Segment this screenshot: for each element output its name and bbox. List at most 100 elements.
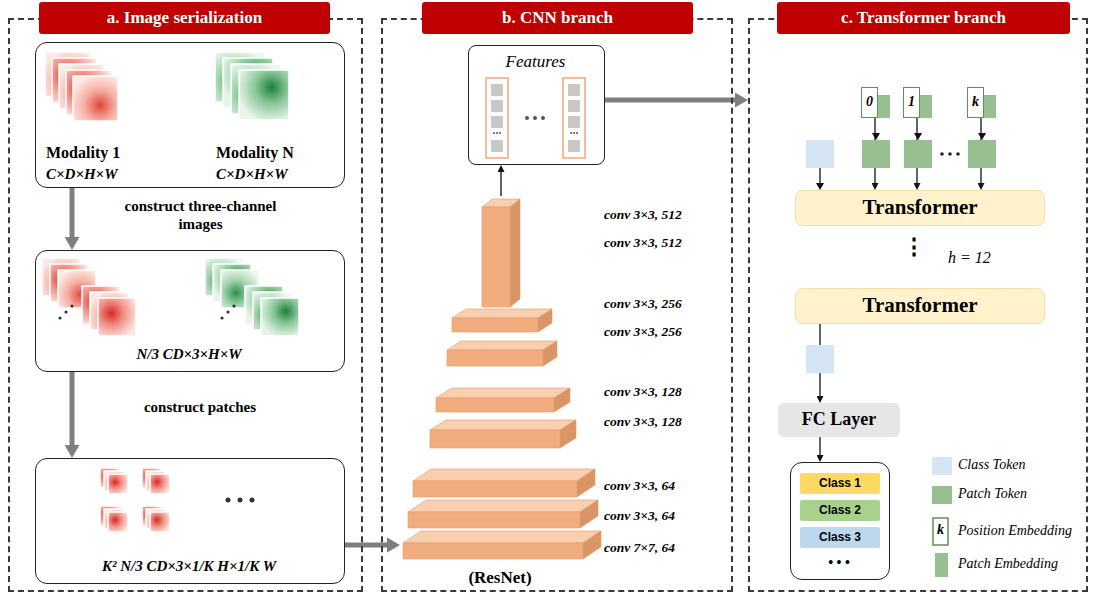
shape-circle: [58, 316, 61, 319]
node-text: Features: [469, 52, 602, 72]
legend-sample: [933, 518, 948, 545]
panel-title: c. Transformer branch: [777, 2, 1070, 34]
text-slot: a. Image serialization: [39, 2, 330, 34]
text-slot: b. CNN branch: [422, 2, 693, 34]
layer-label: conv 3×3, 128: [604, 384, 682, 400]
panel-title: b. CNN branch: [422, 2, 693, 34]
heatmap-slice: [98, 298, 136, 336]
shape-circle: [525, 116, 529, 120]
patch-token: [904, 140, 932, 168]
shape-polygon: [408, 500, 598, 512]
annotation: k: [933, 522, 948, 539]
panel-frame: c. Transformer branch01kTransformerTrans…: [748, 18, 1088, 592]
layer-label: conv 3×3, 64: [604, 508, 675, 524]
shape-rect: [447, 350, 543, 366]
node-text: • • •: [791, 555, 887, 572]
text-slot: N/3 CD×3×H×W: [36, 345, 342, 363]
conv-layer: [403, 531, 601, 559]
resnet-stack: (ResNet): [400, 196, 600, 590]
class-token: [806, 140, 834, 168]
shape-rect: [436, 398, 554, 412]
legend-swatch: [932, 486, 952, 504]
shape-polygon: [413, 469, 595, 481]
shape-circle: [940, 152, 944, 156]
flow-arrow: [500, 172, 501, 196]
feature-cells: [491, 84, 580, 152]
shape-polygon: [436, 388, 570, 398]
shape-circle: [496, 132, 498, 134]
node-text: Modality N: [216, 143, 294, 162]
feature-column: [486, 78, 508, 158]
shape-circle: [64, 310, 67, 313]
shape-polygon: [560, 420, 576, 448]
shape-circle: [533, 116, 537, 120]
layer-label: conv 3×3, 256: [604, 296, 682, 312]
conv-layer: [408, 500, 598, 528]
heatmap-slice: [108, 512, 128, 532]
text-slot: K² N/3 CD×3×1/K H×1/K W: [36, 557, 342, 575]
class-box: Class 1: [800, 473, 880, 494]
conv-layer: [482, 199, 520, 307]
legend-text: Class Token: [958, 457, 1026, 474]
layer-label: conv 3×3, 512: [604, 207, 682, 223]
node-text: Class 1: [819, 476, 861, 490]
generated-art: [42, 52, 601, 559]
modality-box: Modality 1 C×D×H×W Modality N C×D×H×W: [35, 42, 345, 188]
shape-circle: [956, 152, 960, 156]
edge-label: construct three-channel images: [118, 197, 283, 233]
position-embedding: 0: [861, 87, 878, 118]
legend-text: Patch Token: [958, 486, 1027, 503]
node-text: C×D×H×W: [216, 165, 287, 183]
layer-label: conv 3×3, 128: [604, 414, 682, 430]
shape-circle: [570, 132, 572, 134]
channel-box: N/3 CD×3×H×W: [35, 250, 345, 372]
annotation: h = 12: [948, 248, 991, 267]
class-box: Class 2: [800, 500, 880, 521]
node-text: 0: [866, 94, 873, 111]
node-text: K² N/3 CD×3×1/K H×1/K W: [36, 557, 342, 575]
shape-polygon: [538, 309, 552, 332]
shape-rect: [491, 116, 503, 128]
patch-embedding: [983, 95, 996, 118]
text-slot: • • •: [791, 555, 887, 572]
patch-token: [968, 140, 996, 168]
shape-rect: [491, 140, 503, 152]
node-text: 1: [908, 94, 915, 111]
arrow-head: [914, 133, 922, 140]
position-embedding: 1: [903, 87, 920, 118]
shape-polygon: [580, 500, 598, 528]
text-slot: C×D×H×W: [46, 165, 117, 183]
shape-rect: [568, 84, 580, 96]
conv-layer: [436, 388, 570, 412]
shape-circle: [226, 498, 231, 503]
shape-circle: [70, 304, 73, 307]
node-text: Class 3: [819, 530, 861, 544]
node-text: FC Layer: [802, 409, 876, 431]
arrow-head: [816, 183, 824, 190]
conv-layer: [447, 341, 557, 366]
flow-arrow: [819, 437, 820, 455]
flow-arrow: [70, 372, 75, 445]
heatmap-slice: [150, 474, 170, 494]
node-text: C×D×H×W: [46, 165, 117, 183]
shape-polygon: [543, 341, 557, 366]
patch-embedding: [877, 95, 890, 118]
shape-rect: [568, 116, 580, 128]
text-slot: c. Transformer branch: [777, 2, 1070, 34]
shape-rect: [568, 100, 580, 112]
panel-title: a. Image serialization: [39, 2, 330, 34]
shape-rect: [452, 318, 538, 332]
patch-box: K² N/3 CD×3×1/K H×1/K W: [35, 458, 345, 584]
text-slot: Modality 1: [46, 143, 120, 162]
conv-layer: [430, 420, 576, 448]
shape-polygon: [577, 469, 595, 497]
node-text: Modality 1: [46, 143, 120, 162]
shape-rect: [430, 430, 560, 448]
shape-circle: [220, 316, 223, 319]
legend-text: Position Embedding: [958, 523, 1072, 540]
text-slot: (ResNet): [400, 568, 600, 588]
shape-circle: [232, 304, 235, 307]
panel-frame: a. Image serializationModality 1C×D×H×WM…: [8, 18, 363, 592]
patch-token: [862, 140, 890, 168]
